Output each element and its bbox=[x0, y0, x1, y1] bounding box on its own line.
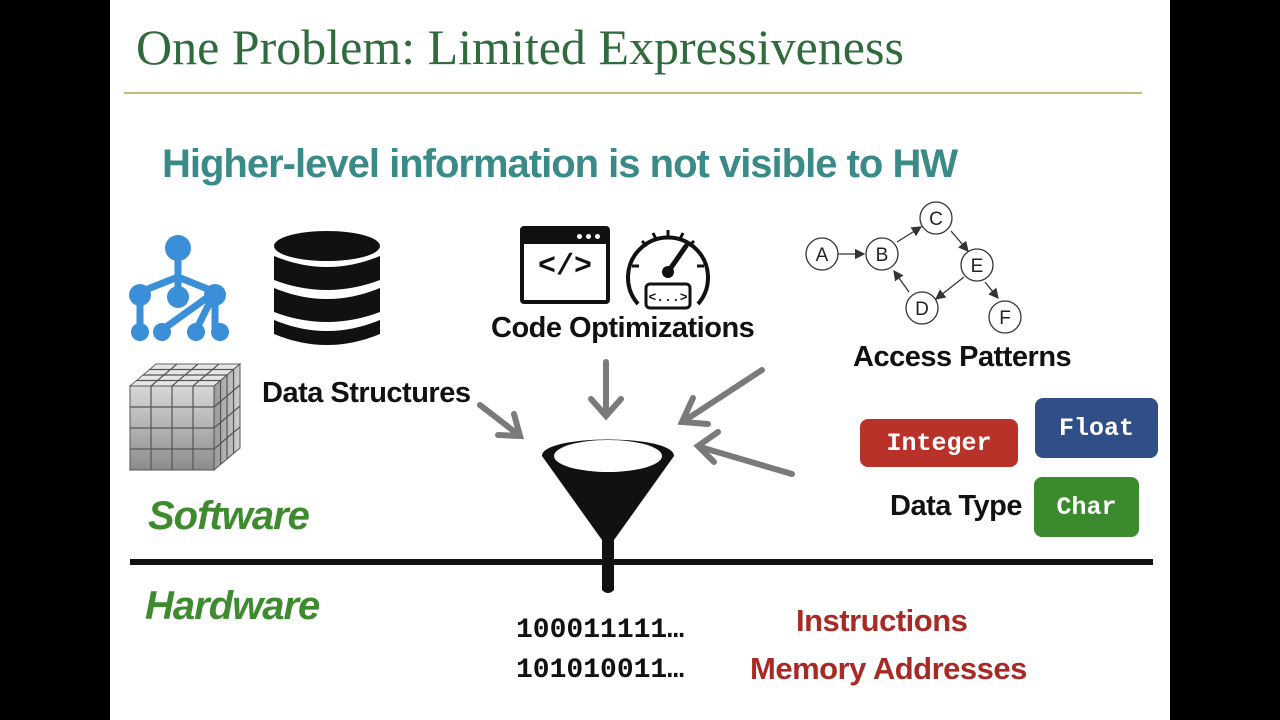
hardware-label: Hardware bbox=[145, 584, 320, 628]
char-type-box: Char bbox=[1034, 477, 1139, 537]
database-icon bbox=[274, 231, 380, 345]
data-structures-label: Data Structures bbox=[262, 377, 471, 409]
char-type-label: Char bbox=[1056, 492, 1117, 522]
code-optimizations-label: Code Optimizations bbox=[491, 312, 755, 344]
gauge-code-text: <...> bbox=[648, 290, 687, 305]
data-type-label: Data Type bbox=[890, 490, 1022, 522]
graph-node-b bbox=[865, 237, 899, 271]
software-label: Software bbox=[148, 494, 310, 538]
float-type-box: Float bbox=[1035, 398, 1158, 458]
cube-icon bbox=[128, 362, 242, 472]
integer-type-box: Integer bbox=[860, 419, 1018, 467]
binary-line: 101010011… bbox=[516, 655, 685, 686]
code-tag-text: </> bbox=[537, 250, 592, 284]
graph-node-label: B bbox=[876, 245, 889, 266]
graph-node-label: F bbox=[999, 308, 1011, 329]
graph-node-c bbox=[919, 201, 953, 235]
arrow-top-icon bbox=[588, 359, 624, 421]
arrow-upper-right-icon bbox=[677, 367, 765, 427]
arrow-icons bbox=[477, 359, 795, 477]
arrow-right-icon bbox=[693, 429, 795, 477]
slide-title: One Problem: Limited Expressiveness bbox=[136, 19, 904, 75]
arrow-left-icon bbox=[477, 402, 524, 440]
gauge-icon: <...> bbox=[626, 230, 710, 310]
graph-node-label: A bbox=[816, 245, 829, 266]
integer-type-label: Integer bbox=[886, 428, 992, 458]
instructions-label: Instructions bbox=[796, 603, 968, 638]
graph-node-label: C bbox=[929, 209, 943, 230]
float-type-label: Float bbox=[1058, 413, 1134, 443]
title-divider bbox=[124, 92, 1142, 94]
memory-addresses-label: Memory Addresses bbox=[750, 651, 1027, 686]
access-patterns-label: Access Patterns bbox=[853, 341, 1072, 373]
graph-node-label: E bbox=[971, 256, 984, 277]
code-window-icon: </> bbox=[520, 226, 610, 304]
tree-icon bbox=[129, 235, 229, 341]
slide-subtitle: Higher-level information is not visible … bbox=[162, 142, 958, 186]
graph-node-label: D bbox=[915, 299, 929, 320]
binary-line: 100011111… bbox=[516, 615, 685, 646]
graph-node-d bbox=[905, 291, 939, 325]
graph-node-e bbox=[960, 248, 994, 282]
software-hardware-divider bbox=[130, 559, 1153, 565]
binary-output: 100011111… 101010011… bbox=[516, 611, 684, 691]
graph-node-f bbox=[988, 300, 1022, 334]
slide: One Problem: Limited Expressiveness High… bbox=[110, 0, 1170, 720]
access-pattern-graph: A B C D E F bbox=[805, 201, 1022, 334]
funnel-icon bbox=[542, 439, 674, 593]
graph-node-a bbox=[805, 237, 839, 271]
